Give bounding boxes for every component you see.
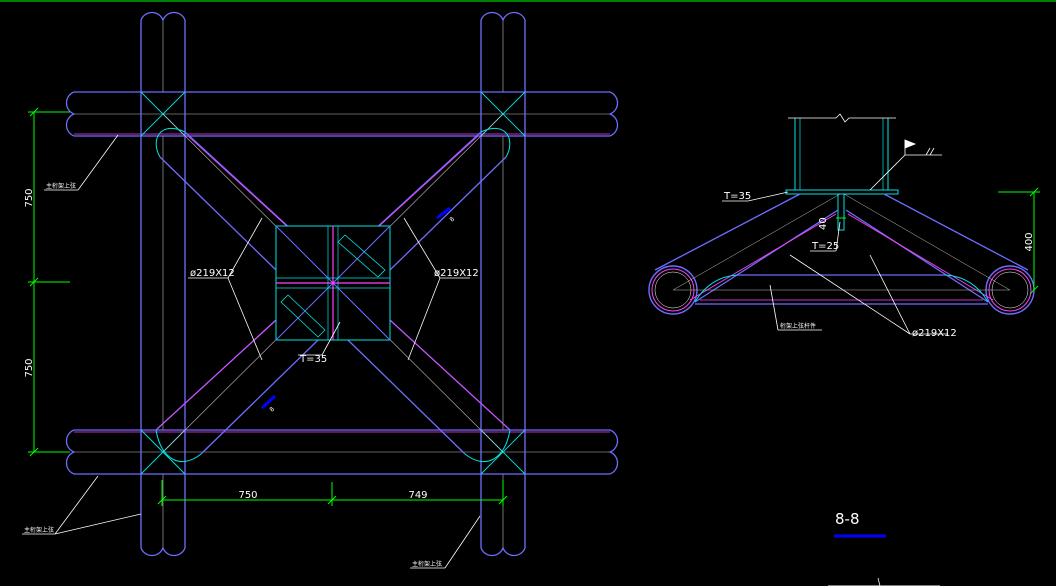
label-plate-thickness: T=35 bbox=[299, 354, 327, 365]
label-pipe-right: ø219X12 bbox=[434, 268, 479, 279]
section-view: T=35 T=25 40 400 ø219X12 桁架上弦杆件 8-8 bbox=[648, 113, 1040, 586]
section-brace-left bbox=[654, 193, 841, 303]
dim-vertical-upper: 750 bbox=[24, 188, 35, 207]
section-mark-label-1: 8 bbox=[448, 216, 456, 224]
leader-note-bottom-left: 主桁架上弦 bbox=[24, 526, 54, 534]
leader-lines bbox=[22, 134, 481, 569]
inner-frame bbox=[184, 135, 482, 431]
section-label-rib-dim: 40 bbox=[818, 217, 829, 230]
height-dimension bbox=[836, 187, 1040, 295]
label-pipe-left: ø219X12 bbox=[190, 268, 235, 279]
section-label-pipe: ø219X12 bbox=[912, 328, 957, 339]
section-marks bbox=[260, 206, 451, 410]
center-plate bbox=[275, 225, 391, 341]
dim-horizontal-right: 749 bbox=[408, 490, 427, 501]
horizontal-chord-top bbox=[65, 91, 619, 137]
horizontal-chord-bottom bbox=[65, 429, 619, 475]
plan-view: 750 750 750 749 ø219X12 ø219X12 T=35 主桁架… bbox=[22, 11, 619, 569]
section-leader-note-bottom: 桁架上弦杆件 bbox=[780, 322, 816, 330]
section-bottom-chord bbox=[673, 274, 1010, 305]
dim-vertical-lower: 750 bbox=[24, 358, 35, 377]
leader-note-bottom-center: 主桁架上弦 bbox=[412, 560, 442, 568]
vertical-dimension bbox=[28, 107, 70, 457]
section-mark-label-2: 8 bbox=[268, 406, 276, 414]
rib-plate bbox=[837, 193, 845, 231]
section-label-rib-plate: T=25 bbox=[811, 241, 839, 252]
section-leaders bbox=[722, 191, 948, 335]
horizontal-dimension bbox=[157, 480, 508, 506]
section-title: 8-8 bbox=[835, 510, 860, 528]
top-plate bbox=[785, 189, 899, 195]
dim-horizontal-left: 750 bbox=[238, 490, 257, 501]
section-brace-right bbox=[843, 193, 1029, 303]
section-label-top-plate: T=35 bbox=[723, 191, 751, 202]
vertical-member bbox=[788, 113, 896, 190]
section-dim-height: 400 bbox=[1024, 232, 1035, 251]
weld-flag-icon bbox=[869, 139, 942, 191]
leader-note-top-left: 主桁架上弦 bbox=[46, 182, 76, 190]
